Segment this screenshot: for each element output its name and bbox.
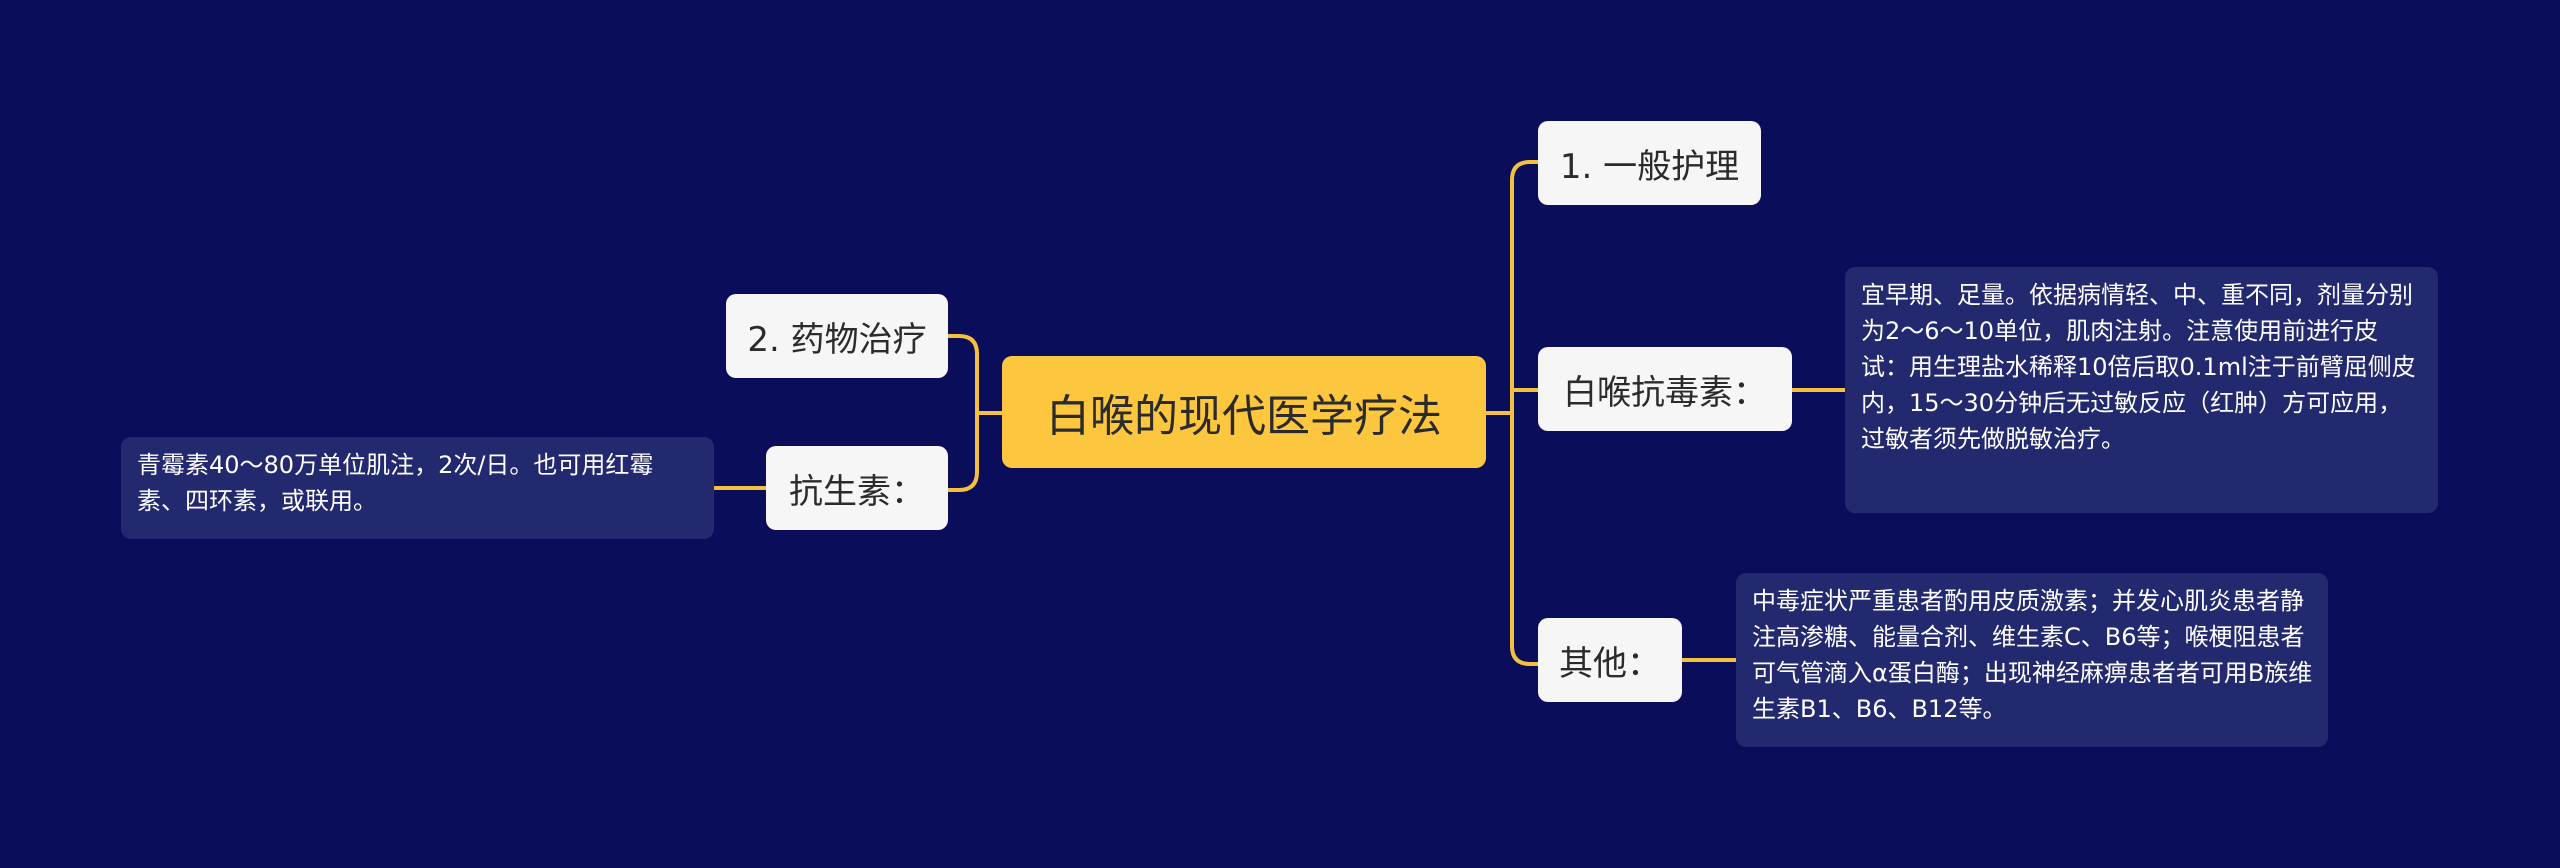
note-antibiotics: 青霉素40～80万单位肌注，2次/日。也可用红霉素、四环素，或联用。 bbox=[121, 437, 714, 539]
root-topic-label: 白喉的现代医学疗法 bbox=[1046, 391, 1442, 442]
topic-other[interactable]: 其他： bbox=[1538, 618, 1682, 702]
topic-antibiotics[interactable]: 抗生素： bbox=[766, 446, 948, 530]
topic-drug-therapy[interactable]: 2. 药物治疗 bbox=[726, 294, 948, 378]
note-antitoxin-text: 宜早期、足量。依据病情轻、中、重不同，剂量分别为2～6～10单位，肌肉注射。注意… bbox=[1861, 281, 2416, 453]
root-topic[interactable]: 白喉的现代医学疗法 bbox=[1002, 356, 1486, 468]
connector-right-trunk bbox=[1510, 160, 1540, 666]
connector-left-trunk bbox=[946, 334, 979, 492]
topic-antitoxin-label: 白喉抗毒素： bbox=[1563, 372, 1767, 413]
note-antitoxin: 宜早期、足量。依据病情轻、中、重不同，剂量分别为2～6～10单位，肌肉注射。注意… bbox=[1845, 267, 2438, 513]
topic-general-care[interactable]: 1. 一般护理 bbox=[1538, 121, 1761, 205]
topic-antibiotics-label: 抗生素： bbox=[789, 471, 925, 512]
topic-antitoxin[interactable]: 白喉抗毒素： bbox=[1538, 347, 1792, 431]
note-other: 中毒症状严重患者酌用皮质激素；并发心肌炎患者静注高渗糖、能量合剂、维生素C、B6… bbox=[1736, 573, 2328, 747]
topic-general-care-label: 1. 一般护理 bbox=[1559, 146, 1740, 187]
topic-other-label: 其他： bbox=[1559, 643, 1661, 684]
note-other-text: 中毒症状严重患者酌用皮质激素；并发心肌炎患者静注高渗糖、能量合剂、维生素C、B6… bbox=[1752, 587, 2313, 723]
topic-drug-therapy-label: 2. 药物治疗 bbox=[747, 319, 927, 360]
note-antibiotics-text: 青霉素40～80万单位肌注，2次/日。也可用红霉素、四环素，或联用。 bbox=[137, 451, 654, 515]
